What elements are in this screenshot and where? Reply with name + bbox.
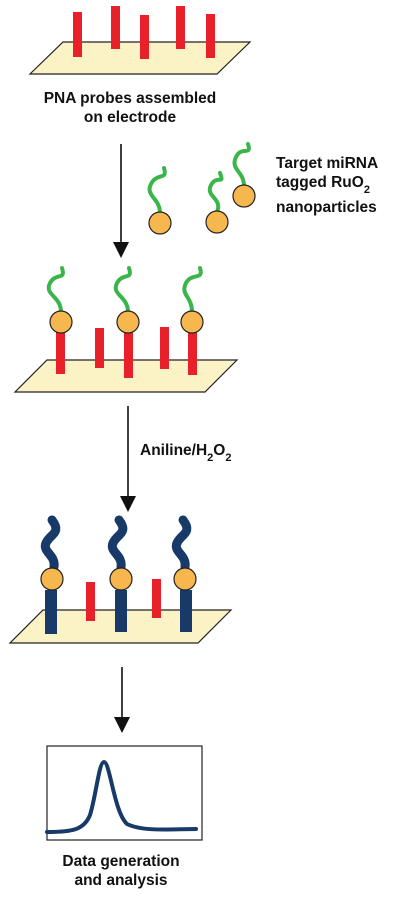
target-label-subscript: 2: [363, 184, 370, 197]
pna-probe: [188, 330, 197, 375]
final-step-label: Data generation and analysis: [36, 852, 206, 890]
polymer-stem: [45, 590, 57, 634]
ruo2-nanoparticle-icon: [148, 211, 172, 235]
mirna-strand: [147, 166, 167, 215]
polyaniline-coil: [40, 515, 61, 572]
pna-probe: [206, 14, 215, 58]
pna-probe: [140, 15, 149, 59]
pna-probe: [56, 330, 65, 374]
ruo2-nanoparticle-icon: [180, 310, 204, 334]
pna-probe: [160, 327, 169, 369]
ruo2-nanoparticle-icon: [116, 310, 140, 334]
signal-frame: [46, 745, 203, 841]
step-1-label-line-1: PNA probes assembled: [43, 90, 217, 107]
final-label-line-1: Data generation: [62, 853, 180, 870]
reagent-part-1: Aniline/H: [140, 442, 208, 459]
final-label-line-2: and analysis: [74, 872, 168, 889]
target-label-line-1: Target miRNA: [276, 155, 379, 172]
ruo2-nanoparticle-icon: [49, 310, 73, 334]
stage-2-hybridized-electrode: [13, 266, 239, 393]
pna-probe: [124, 330, 133, 378]
target-label-line-3: nanoparticles: [276, 199, 377, 217]
signal-output-panel: [45, 745, 203, 841]
pna-probe: [176, 6, 185, 49]
mirna-strand: [113, 266, 132, 314]
mirna-strand: [232, 142, 251, 188]
reagent-subscript-2: 2: [225, 452, 232, 465]
stage-3-polymer-electrode: [8, 515, 233, 644]
pna-probe: [152, 579, 161, 618]
ruo2-nanoparticle-icon: [205, 210, 229, 234]
pna-probe: [73, 12, 82, 57]
mirna-strand: [182, 266, 203, 314]
ruo2-nanoparticle-icon: [40, 567, 64, 591]
step-1-label-line-2: on electrode: [83, 109, 177, 126]
polymer-stem: [115, 590, 127, 632]
ruo2-nanoparticle-icon: [109, 567, 133, 591]
target-mirna-label: Target miRNA tagged RuO2 nanoparticles: [276, 154, 378, 217]
polymer-stem: [180, 590, 192, 632]
peak-signal-icon: [45, 759, 198, 834]
pna-probe: [95, 328, 104, 368]
ruo2-nanoparticle-icon: [173, 567, 197, 591]
target-label-line-2: tagged RuO2: [276, 173, 378, 198]
stage-1-electrode-with-probes: [28, 6, 252, 75]
target-label-ruo-prefix: tagged RuO: [276, 174, 364, 191]
polyaniline-coil: [107, 515, 128, 572]
reagent-label: Aniline/H2O2: [140, 441, 231, 466]
mirna-strand: [46, 266, 65, 314]
pna-probe: [111, 6, 120, 49]
step-1-label: PNA probes assembled on electrode: [30, 89, 230, 127]
target-mirna-nanoparticles: [147, 142, 256, 235]
pna-probe: [86, 582, 95, 621]
reagent-part-2: O: [213, 442, 226, 459]
mirna-strand: [207, 171, 224, 214]
ruo2-nanoparticle-icon: [232, 184, 256, 208]
reagent-subscript-1: 2: [207, 452, 214, 465]
polyaniline-coil: [171, 515, 192, 572]
